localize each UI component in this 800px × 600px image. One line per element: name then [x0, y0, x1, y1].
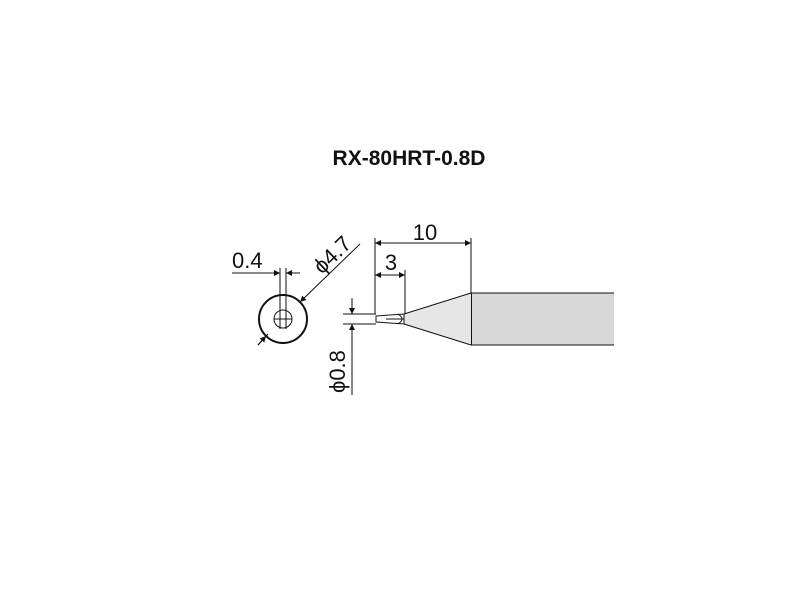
model-title: RX-80HRT-0.8D	[333, 147, 486, 170]
blade-thickness-label: 0.4	[232, 248, 263, 273]
taper-body	[404, 293, 471, 345]
shank-body	[471, 293, 614, 345]
dimension-tip-width: ϕ0.8	[325, 298, 376, 395]
taper-length-label: 10	[413, 220, 437, 245]
shank-diameter-label: ϕ4.7	[308, 231, 356, 279]
side-view: 10 3 ϕ0.8	[325, 220, 614, 395]
flat-length-label: 3	[385, 250, 397, 275]
dimension-flat-length: 3	[375, 250, 406, 314]
end-view: 0.4 ϕ4.7	[232, 231, 361, 346]
tip-width-label: ϕ0.8	[325, 350, 350, 393]
dimension-blade-thickness: 0.4	[232, 248, 300, 309]
